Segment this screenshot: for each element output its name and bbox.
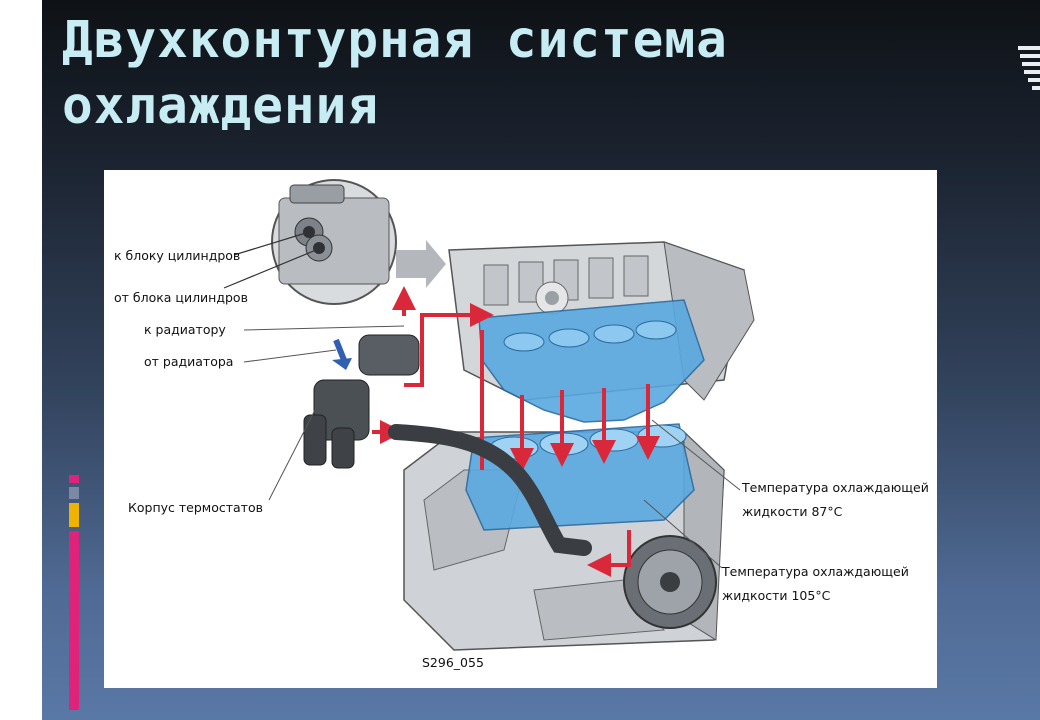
figure-code: S296_055 [422, 655, 484, 670]
corner-decoration [1018, 46, 1040, 90]
flow-in-arrow [333, 338, 347, 362]
title-line-2: охлаждения [62, 77, 380, 136]
label-to-block: к блоку цилиндров [114, 248, 240, 263]
engine-illustration: к блоку цилиндров от блока цилиндров к р… [114, 179, 929, 670]
zoom-inset [223, 179, 397, 305]
accent-bars [69, 475, 79, 710]
leader-lines [243, 325, 741, 569]
flow-in-arrowhead [332, 358, 352, 370]
label-temp-87-line1: Температура охлаждающей [741, 480, 929, 495]
label-temp-105-line2: жидкости 105°C [722, 588, 831, 603]
thermostat-housing-shape [303, 334, 420, 469]
crank-pulley [623, 535, 717, 629]
label-from-radiator: от радиатора [144, 354, 233, 369]
coolant-jacket-head [478, 299, 705, 423]
label-thermostat-housing: Корпус термостатов [128, 500, 263, 515]
label-to-radiator: к радиатору [144, 322, 226, 337]
engine-diagram: к блоку цилиндров от блока цилиндров к р… [104, 170, 937, 688]
title-line-1: Двухконтурная система [62, 11, 728, 70]
label-temp-87-line2: жидкости 87°C [742, 504, 843, 519]
coolant-hose [388, 424, 592, 556]
zoom-arrow [396, 240, 446, 288]
label-from-block: от блока цилиндров [114, 290, 248, 305]
label-temp-105-line1: Температура охлаждающей [721, 564, 909, 579]
hot-coolant-flow [372, 286, 660, 577]
slide-title: Двухконтурная система охлаждения [62, 8, 822, 140]
